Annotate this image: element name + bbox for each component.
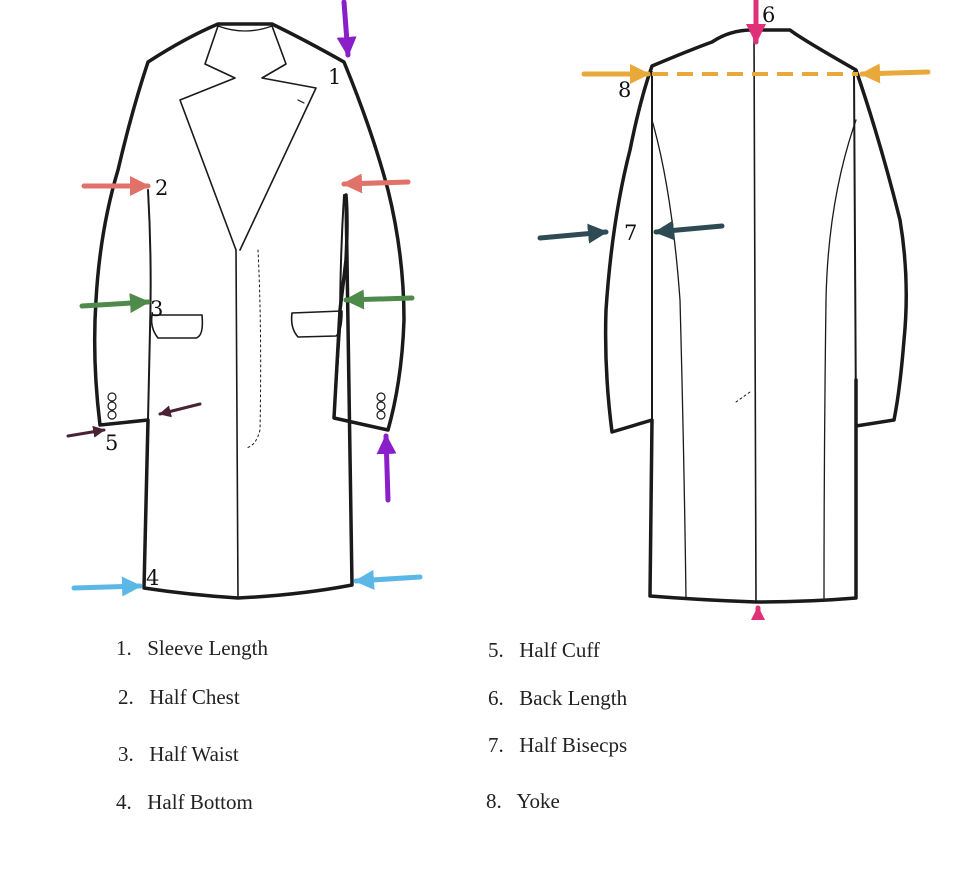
half-chest-arrow-right (341, 173, 411, 194)
legend-label: Sleeve Length (147, 636, 268, 660)
half-cuff-arrow-left (66, 425, 106, 438)
legend-item-sleeve-length: 1. Sleeve Length (116, 636, 268, 661)
marker-1: 1 (328, 65, 341, 89)
legend-item-yoke: 8. Yoke (486, 789, 560, 814)
legend-label: Yoke (516, 789, 560, 813)
legend-item-half-chest: 2. Half Chest (118, 685, 240, 710)
placket-stitch (245, 249, 262, 449)
breast-pocket-mark (297, 99, 305, 104)
half-biceps-arrow-right (653, 220, 725, 241)
back-center-seam (753, 33, 757, 603)
legend-label: Half Chest (149, 685, 240, 709)
measurement-markers: 1 2 3 4 5 6 7 8 (105, 3, 775, 590)
back-vent-mark (735, 391, 751, 403)
marker-6: 6 (762, 3, 775, 27)
marker-8: 8 (618, 78, 631, 102)
legend-index: 1. (116, 636, 132, 660)
legend-index: 6. (488, 686, 504, 710)
half-biceps-arrow-left (537, 223, 609, 244)
right-sleeve-buttons (376, 392, 386, 420)
legend-label: Back Length (519, 686, 628, 710)
coat-back-outline (603, 28, 908, 604)
legend-index: 4. (116, 790, 132, 814)
legend-item-back-length: 6. Back Length (488, 686, 627, 711)
half-waist-arrow-left (79, 293, 151, 314)
marker-4: 4 (146, 566, 159, 590)
marker-3: 3 (150, 297, 163, 321)
back-right-panel-seam (823, 119, 857, 599)
legend-item-half-cuff: 5. Half Cuff (488, 638, 600, 663)
right-sleeve-inner-seam (333, 194, 345, 419)
sleeve-length-arrow-top (336, 0, 357, 58)
half-bottom-arrow-left (71, 576, 143, 597)
collar-stand (217, 25, 273, 32)
legend-index: 3. (118, 742, 134, 766)
marker-5: 5 (105, 431, 118, 455)
left-lapel (179, 25, 237, 251)
legend-item-half-bottom: 4. Half Bottom (116, 790, 253, 815)
legend-index: 5. (488, 638, 504, 662)
coat-front-outline (92, 22, 406, 600)
sleeve-length-arrow-bottom (376, 433, 397, 503)
yoke-arrow-right (859, 63, 931, 84)
marker-2: 2 (155, 176, 168, 200)
legend-label: Half Bisecps (519, 733, 628, 757)
legend-label: Half Waist (149, 742, 239, 766)
front-measure-arrows (66, 0, 423, 597)
back-left-panel-seam (651, 119, 687, 599)
right-lapel (239, 25, 317, 251)
back-measure-arrows (537, 0, 931, 620)
coat-measurement-diagram: 1 2 3 4 5 6 7 8 (66, 0, 931, 620)
back-right-sleeve-seam (853, 71, 857, 427)
legend-item-half-biceps: 7. Half Bisecps (488, 733, 627, 758)
legend-label: Half Bottom (147, 790, 253, 814)
right-pocket-flap (290, 310, 343, 338)
half-waist-arrow-right (343, 289, 415, 310)
coat-front-view (92, 22, 406, 600)
marker-7: 7 (624, 221, 637, 245)
left-sleeve-buttons (107, 392, 117, 420)
legend-item-half-waist: 3. Half Waist (118, 742, 239, 767)
half-bottom-arrow-right (353, 569, 423, 590)
legend-index: 8. (486, 789, 502, 813)
left-pocket-flap (150, 314, 204, 339)
half-cuff-arrow-right (158, 402, 202, 418)
front-placket (235, 249, 239, 599)
legend-index: 7. (488, 733, 504, 757)
legend-label: Half Cuff (519, 638, 600, 662)
legend-index: 2. (118, 685, 134, 709)
coat-back-view (603, 28, 908, 604)
left-sleeve-inner-seam (147, 189, 152, 421)
